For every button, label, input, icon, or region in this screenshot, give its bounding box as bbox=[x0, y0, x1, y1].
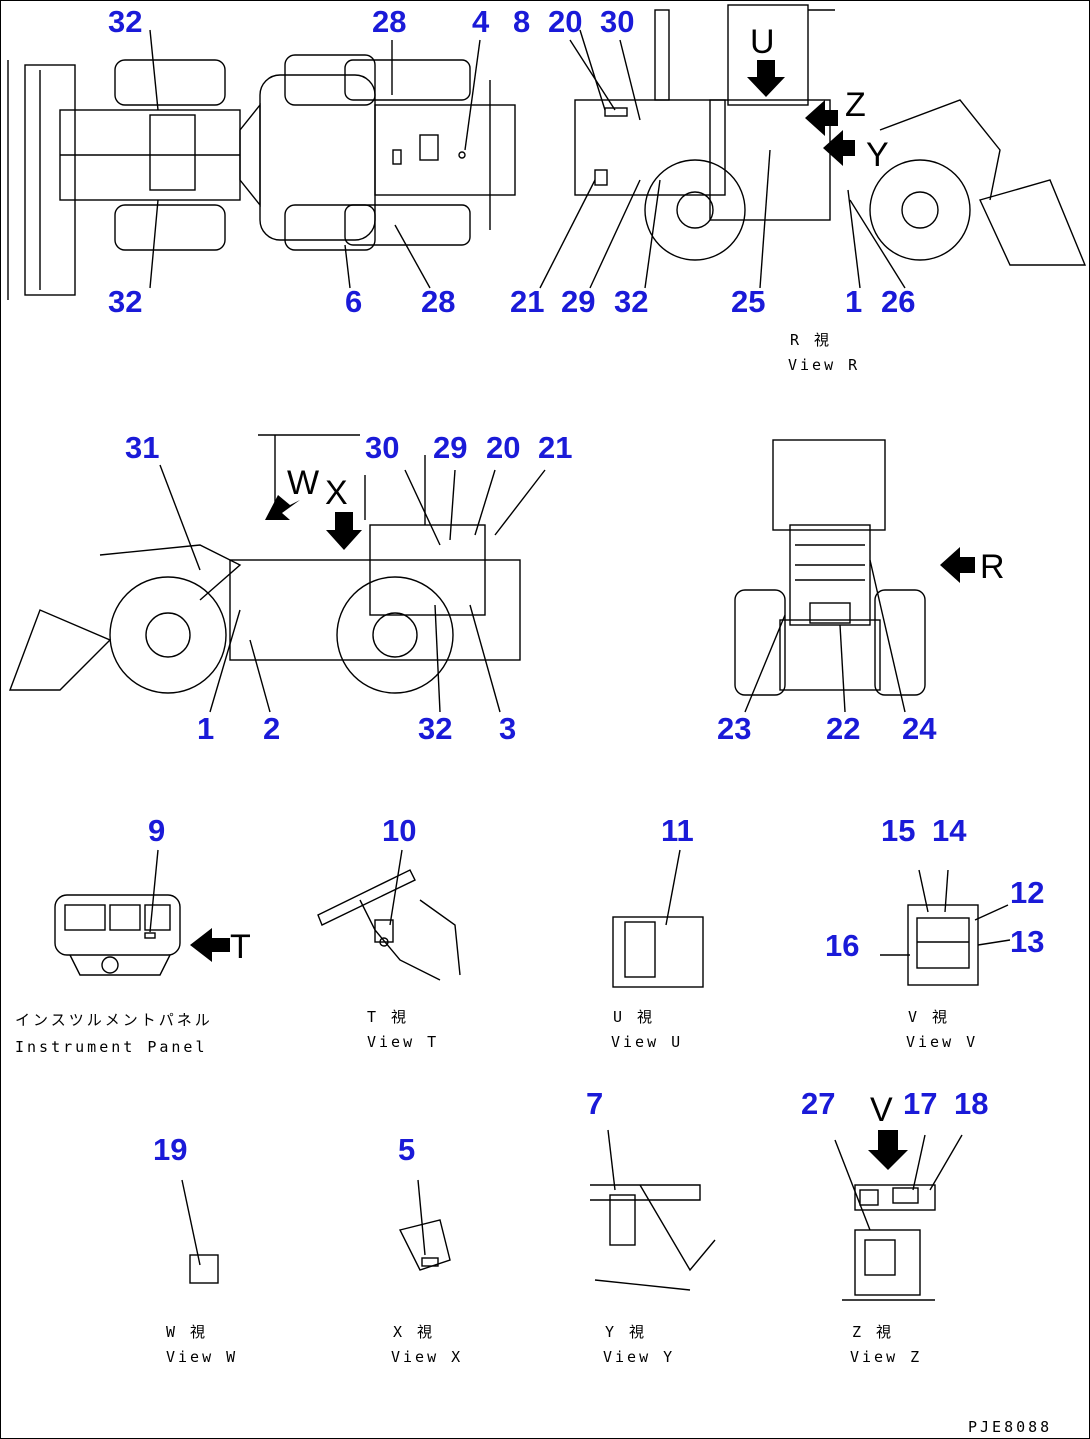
instrument-panel-sketch bbox=[54, 849, 181, 976]
view-arrow-label: X bbox=[325, 474, 348, 512]
callout-number: 8 bbox=[513, 4, 531, 39]
view-arrows bbox=[190, 60, 975, 1170]
callout-number: 28 bbox=[421, 284, 456, 319]
view-caption-jp: Z 視 bbox=[852, 1323, 895, 1341]
view-caption-en: View Y bbox=[603, 1348, 676, 1366]
callout-number: 24 bbox=[902, 711, 937, 746]
view-caption-jp: W 視 bbox=[166, 1323, 209, 1341]
view-arrow-label: Y bbox=[866, 136, 889, 174]
view-caption-jp: Y 視 bbox=[605, 1323, 648, 1341]
callout-number: 19 bbox=[153, 1132, 188, 1167]
view-caption-en: View R bbox=[788, 356, 861, 374]
callout-number: 5 bbox=[398, 1132, 416, 1167]
callout-number: 28 bbox=[372, 4, 407, 39]
view-caption-en: View X bbox=[391, 1348, 464, 1366]
drawing-code: PJE8088 bbox=[968, 1418, 1053, 1436]
callout-number: 9 bbox=[148, 813, 166, 848]
callout-number: 1 bbox=[197, 711, 215, 746]
callout-number: 20 bbox=[548, 4, 583, 39]
view-caption-en: View T bbox=[367, 1033, 440, 1051]
view-arrow-label: T bbox=[230, 928, 251, 966]
callout-number: 11 bbox=[661, 813, 694, 848]
view-caption-en: Instrument Panel bbox=[15, 1038, 208, 1056]
callout-number: 10 bbox=[382, 813, 417, 848]
view-r-machine bbox=[539, 4, 1087, 289]
view-caption-jp: U 視 bbox=[613, 1008, 656, 1026]
callout-number: 32 bbox=[614, 284, 649, 319]
view-caption-en: View W bbox=[166, 1348, 239, 1366]
callout-number: 29 bbox=[561, 284, 596, 319]
view-caption-jp: T 視 bbox=[367, 1008, 410, 1026]
view-u-sketch bbox=[612, 849, 704, 988]
top-view-machine bbox=[7, 29, 516, 300]
view-arrow-label: V bbox=[870, 1091, 893, 1129]
callout-number: 20 bbox=[486, 430, 521, 465]
callout-number: 3 bbox=[499, 711, 517, 746]
callout-number: 21 bbox=[538, 430, 573, 465]
callout-number: 32 bbox=[418, 711, 453, 746]
view-caption-en: View V bbox=[906, 1033, 979, 1051]
callout-number: 6 bbox=[345, 284, 363, 319]
callout-number: 21 bbox=[510, 284, 545, 319]
view-arrow-label: Z bbox=[845, 86, 866, 124]
view-x-sketch bbox=[398, 1179, 451, 1271]
callout-number: 16 bbox=[825, 928, 860, 963]
callout-number: 27 bbox=[801, 1086, 836, 1121]
view-w-sketch bbox=[181, 1179, 219, 1284]
callout-number: 7 bbox=[586, 1086, 604, 1121]
callout-number: 14 bbox=[932, 813, 967, 848]
view-y-sketch bbox=[590, 1129, 716, 1291]
callout-number: 13 bbox=[1010, 924, 1045, 959]
view-arrow-label: W bbox=[287, 464, 320, 502]
view-arrow-label: R bbox=[980, 548, 1005, 586]
view-t-sketch bbox=[317, 849, 461, 981]
callout-number: 32 bbox=[108, 284, 143, 319]
callout-number: 2 bbox=[263, 711, 281, 746]
view-caption-jp: R 視 bbox=[790, 331, 833, 349]
callout-number: 26 bbox=[881, 284, 916, 319]
callout-number: 15 bbox=[881, 813, 916, 848]
view-caption-en: View Z bbox=[850, 1348, 923, 1366]
view-caption-jp: X 視 bbox=[393, 1323, 436, 1341]
callout-number: 17 bbox=[903, 1086, 938, 1121]
callout-number: 30 bbox=[365, 430, 400, 465]
view-caption-jp: インスツルメントパネル bbox=[15, 1011, 213, 1029]
view-caption-en: View U bbox=[611, 1033, 684, 1051]
callout-number: 1 bbox=[845, 284, 863, 319]
view-z-sketch bbox=[834, 1134, 963, 1301]
left-view-machine bbox=[8, 434, 546, 713]
callout-number: 31 bbox=[125, 430, 160, 465]
callout-number: 30 bbox=[600, 4, 635, 39]
callout-number: 22 bbox=[826, 711, 861, 746]
view-arrow-label: U bbox=[750, 23, 775, 61]
callout-number: 12 bbox=[1010, 875, 1045, 910]
callout-number: 18 bbox=[954, 1086, 989, 1121]
callout-number: 32 bbox=[108, 4, 143, 39]
rear-view-machine bbox=[734, 439, 926, 713]
callout-number: 23 bbox=[717, 711, 752, 746]
callout-number: 4 bbox=[472, 4, 490, 39]
view-v-sketch bbox=[880, 869, 1011, 986]
callout-number: 25 bbox=[731, 284, 766, 319]
callout-number: 29 bbox=[433, 430, 468, 465]
view-caption-jp: V 視 bbox=[908, 1008, 951, 1026]
